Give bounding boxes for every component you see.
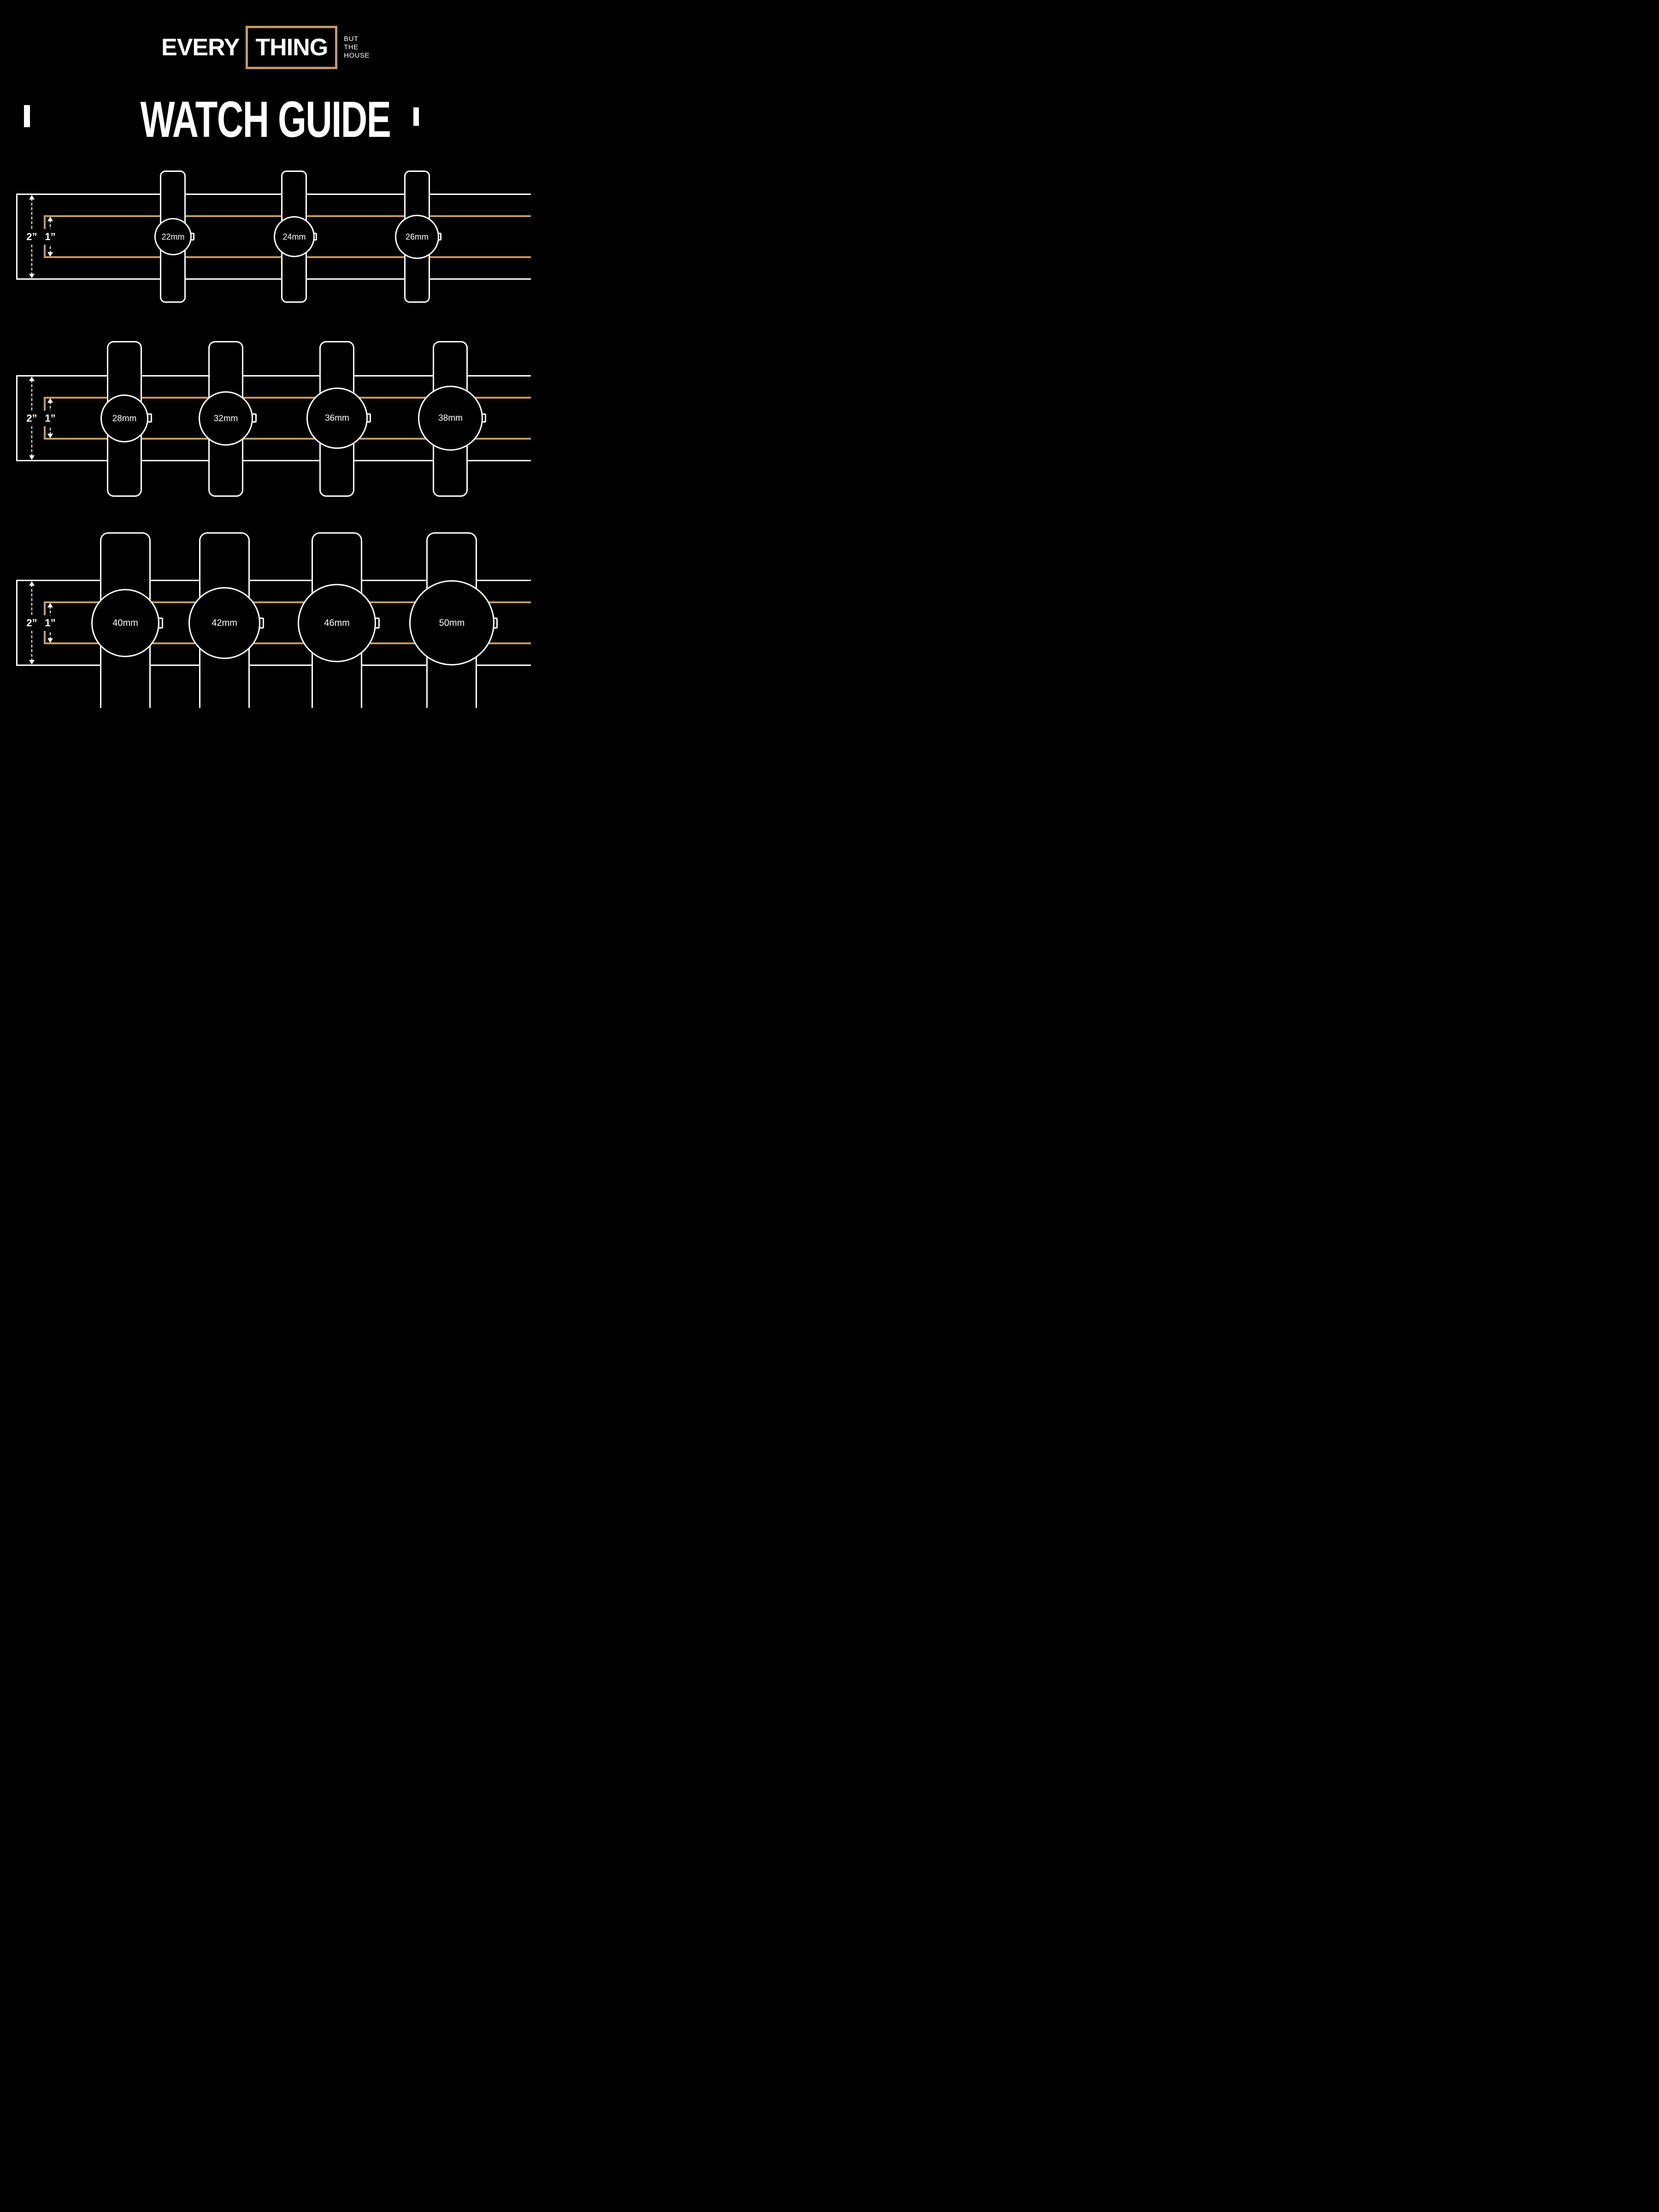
- watch-dial: 22mm: [154, 218, 192, 255]
- arrow-up-icon: [29, 581, 35, 586]
- logo-tagline-but: BUT: [344, 35, 359, 43]
- watch-dial: 32mm: [199, 391, 253, 446]
- measure-1in: 1”: [43, 398, 57, 438]
- measure-2in: 2”: [25, 195, 39, 278]
- title-flourish-right: [413, 107, 419, 126]
- page-title: WATCH GUIDE: [140, 91, 391, 148]
- measure-1in: 1”: [43, 603, 57, 643]
- watch-guide-infographic: EVERY THING BUT THE HOUSE WATCH GUIDE 2”…: [0, 0, 531, 708]
- watch-dial: 42mm: [188, 587, 260, 659]
- reference-band-2in: [16, 194, 531, 280]
- watch-size-label: 50mm: [439, 618, 465, 628]
- arrow-down-icon: [47, 638, 53, 643]
- measure-label-2in: 2”: [25, 615, 39, 631]
- logo-tagline-house: HOUSE: [344, 52, 370, 59]
- measure-label-1in: 1”: [43, 229, 57, 245]
- arrow-up-icon: [47, 217, 53, 221]
- watch-size-label: 38mm: [438, 413, 463, 423]
- watch-dial: 36mm: [306, 388, 368, 449]
- watch-size-label: 26mm: [405, 232, 429, 241]
- watch-size-label: 46mm: [324, 618, 350, 628]
- measure-label-2in: 2”: [25, 410, 39, 426]
- reference-band-2in: [16, 375, 531, 461]
- watch-size-label: 40mm: [112, 618, 138, 628]
- watch-dial: 26mm: [395, 215, 439, 259]
- measure-label-2in: 2”: [25, 229, 39, 245]
- measure-2in: 2”: [25, 377, 39, 460]
- arrow-down-icon: [47, 434, 53, 438]
- watch-dial: 38mm: [418, 386, 483, 451]
- measure-1in: 1”: [43, 217, 57, 257]
- measure-2in: 2”: [25, 581, 39, 665]
- arrow-down-icon: [29, 455, 35, 460]
- arrow-up-icon: [29, 377, 35, 381]
- arrow-up-icon: [29, 195, 35, 200]
- watch-size-label: 28mm: [112, 413, 137, 424]
- logo-word-every: EVERY: [161, 34, 240, 61]
- watch-dial: 46mm: [298, 584, 376, 662]
- watch-dial: 50mm: [409, 580, 494, 665]
- title-flourish-left: [24, 105, 30, 127]
- logo-thing-box: THING: [246, 26, 338, 69]
- watch-size-label: 24mm: [282, 232, 306, 241]
- arrow-down-icon: [47, 252, 53, 257]
- logo-word-thing: THING: [255, 34, 328, 61]
- measure-label-1in: 1”: [43, 615, 57, 631]
- watch-size-label: 36mm: [325, 413, 349, 423]
- dashed-line: [47, 603, 53, 607]
- page-title-wrap: WATCH GUIDE: [0, 91, 531, 148]
- arrow-down-icon: [29, 660, 35, 665]
- arrow-up-icon: [47, 398, 53, 403]
- watch-size-label: 42mm: [212, 618, 237, 628]
- measure-label-1in: 1”: [43, 410, 57, 426]
- ebth-logo: EVERY THING BUT THE HOUSE: [0, 26, 531, 69]
- watch-dial: 24mm: [274, 216, 315, 257]
- reference-band-2in: [16, 580, 531, 666]
- arrow-down-icon: [29, 274, 35, 278]
- watch-size-label: 22mm: [161, 232, 185, 241]
- logo-tagline: BUT THE HOUSE: [344, 35, 370, 60]
- watch-dial: 40mm: [91, 589, 159, 657]
- logo-tagline-the: THE: [344, 43, 359, 51]
- watch-size-label: 32mm: [213, 413, 238, 424]
- watch-dial: 28mm: [100, 394, 148, 442]
